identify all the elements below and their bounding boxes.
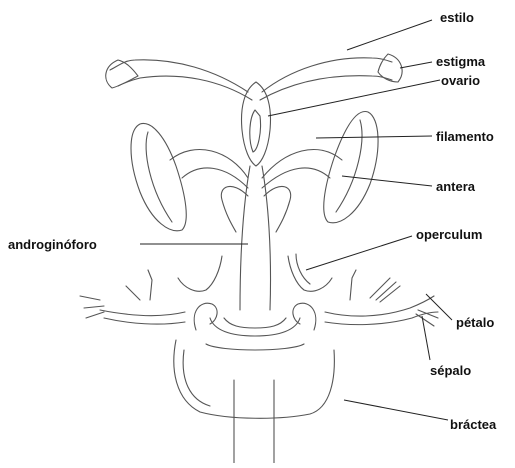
label-bractea: bráctea bbox=[450, 418, 496, 431]
operculum bbox=[178, 254, 332, 291]
corona-cup bbox=[194, 303, 316, 350]
bract bbox=[174, 340, 335, 463]
leader-lines bbox=[140, 20, 452, 420]
ovary bbox=[242, 82, 271, 166]
label-ovario: ovario bbox=[441, 74, 480, 87]
anther-left bbox=[131, 123, 186, 230]
stigma-left bbox=[106, 60, 252, 100]
label-androginoforo: androginóforo bbox=[8, 238, 97, 251]
label-petalo: pétalo bbox=[456, 316, 494, 329]
stigma-right bbox=[260, 54, 402, 100]
petals-sepals bbox=[80, 270, 438, 326]
label-antera: antera bbox=[436, 180, 475, 193]
label-sepalo: sépalo bbox=[430, 364, 471, 377]
label-estigma: estigma bbox=[436, 55, 485, 68]
androgynophore bbox=[240, 166, 271, 310]
anther-right bbox=[324, 112, 378, 223]
label-operculum: operculum bbox=[416, 228, 482, 241]
filaments bbox=[170, 150, 342, 232]
label-filamento: filamento bbox=[436, 130, 494, 143]
label-estilo: estilo bbox=[440, 11, 474, 24]
